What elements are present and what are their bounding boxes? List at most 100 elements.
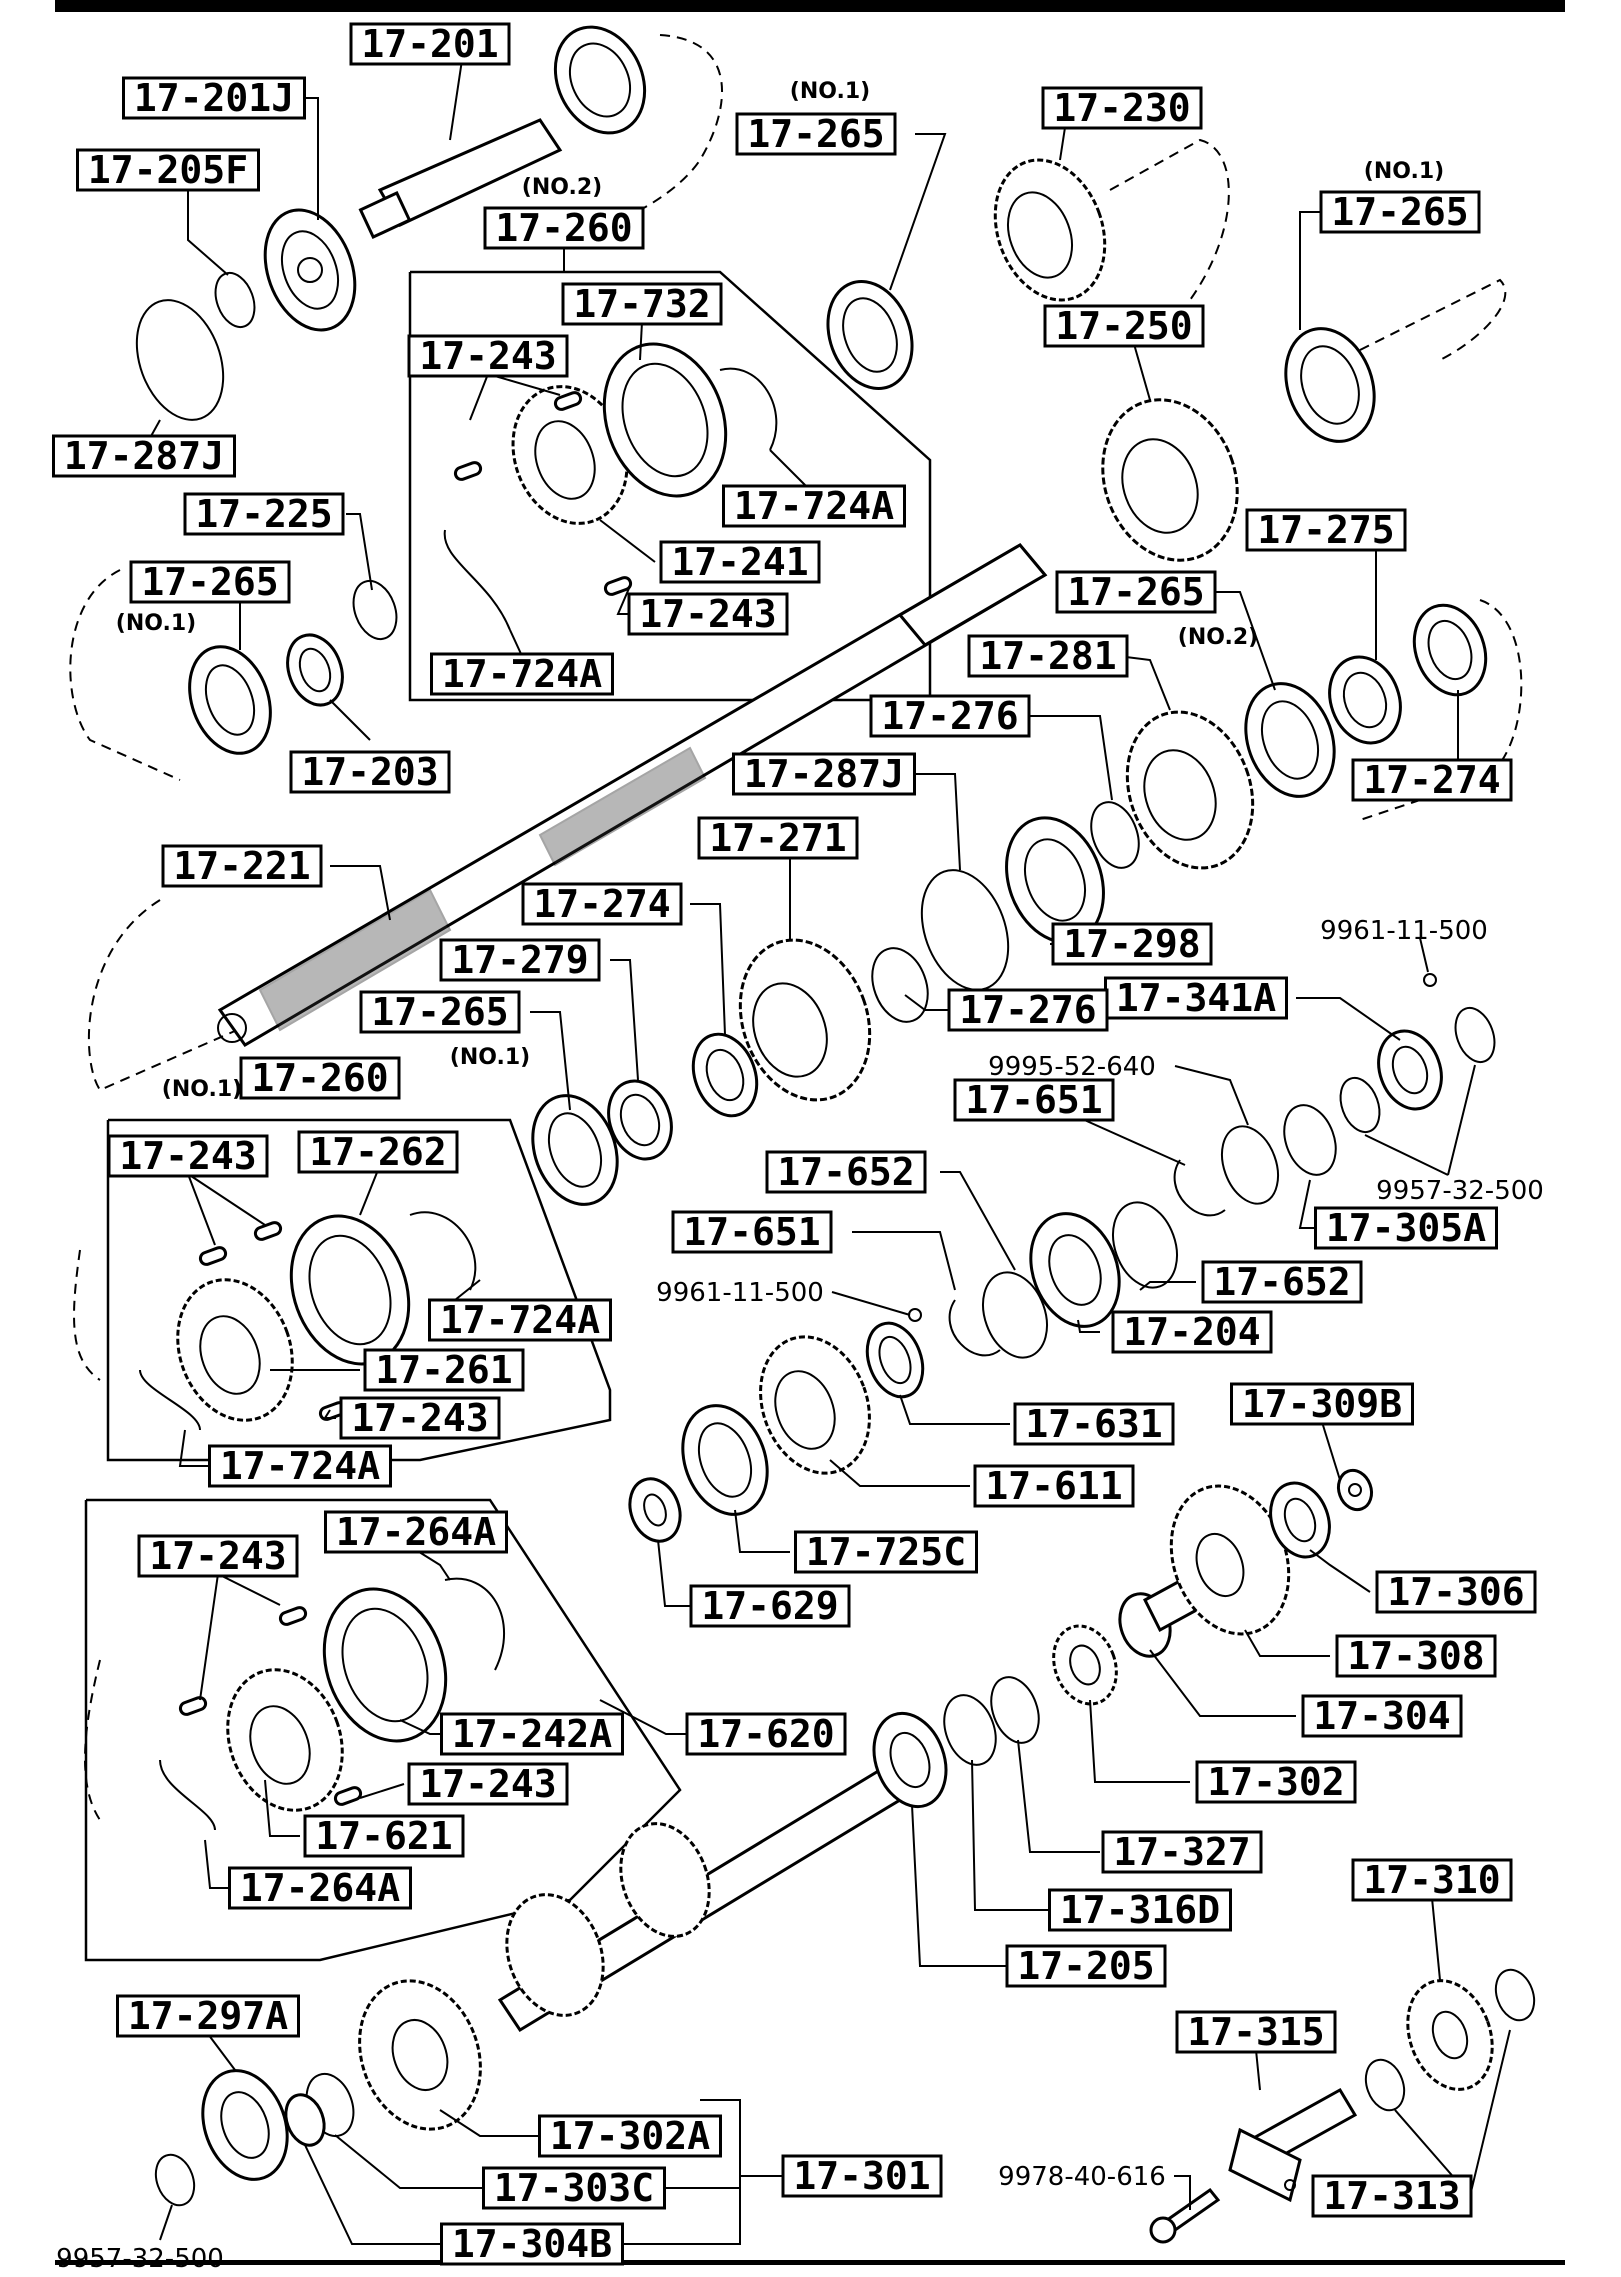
part-label-17-221: 17-221 [161,844,323,888]
part-label-17-274: 17-274 [521,882,683,926]
part-label-17-611: 17-611 [973,1464,1135,1508]
part-number-text: 17-203 [301,750,438,794]
part-label-17-230: 17-230 [1041,86,1203,130]
gear-17-611 [759,1335,871,1475]
snap-ring-9957-32-500-right [1454,1006,1496,1064]
bearing-17-297A [201,2069,289,2181]
collar-17-275 [1328,655,1402,745]
part-label-17-341a: 17-341A [1104,976,1288,1020]
part-number-text: 17-309B [1242,1382,1402,1426]
countershaft-17-301 [358,1767,903,2131]
locknut-17-341A [1377,1029,1443,1111]
bottom-border-bar [55,2260,1565,2265]
part-number-text: 17-287J [744,752,904,796]
part-number-text: 17-264A [240,1866,400,1910]
sync-assembly-17-620 [159,1577,506,1831]
part-number-text: 17-276 [881,694,1018,738]
sync-ring-top-17-265 [826,280,914,390]
part-number-text: 17-305A [1326,1206,1486,1250]
svg-text:9961-11-500: 9961-11-500 [656,1278,824,1308]
part-label-17-225: 17-225 [183,492,345,536]
part-label-17-303c: 17-303C [482,2166,666,2210]
part-number-text: 17-652 [777,1150,914,1194]
part-label-17-621: 17-621 [303,1814,465,1858]
part-label-17-242a: 17-242A [440,1712,624,1756]
sync-ring-left-17-265 [188,645,272,755]
part-number-text: 17-303C [494,2166,654,2210]
collar-17-304B [284,2093,326,2147]
part-label-17-304b: 17-304B [440,2222,624,2266]
part-label-17-732: 17-732 [561,282,723,326]
part-label-17-264a: 17-264A [228,1866,412,1910]
part-number-text: 17-221 [173,844,310,888]
part-label-17-313: 17-313 [1311,2174,1473,2218]
part-number-text: 17-230 [1053,86,1190,130]
part-number-text: 17-652 [1213,1260,1350,1304]
position-note: (NO.2) [522,175,602,200]
part-label-17-201: 17-201 [349,22,511,66]
standard-part-number: 9961-11-500 [1320,916,1488,946]
sync-ring-top-right-17-265 [1284,327,1376,443]
part-label-17-243: 17-243 [137,1534,299,1578]
part-label-17-298: 17-298 [1051,922,1213,966]
part-number-text: 17-620 [697,1712,834,1756]
position-note: (NO.1) [1364,159,1444,184]
shim-17-316D [943,1694,997,1766]
part-label-17-631: 17-631 [1013,1402,1175,1446]
part-number-text: 17-242A [452,1712,612,1756]
position-note: (NO.1) [116,611,196,636]
part-label-17-620: 17-620 [685,1712,847,1756]
part-number-text: 17-265 [1331,190,1468,234]
part-number-text: 17-265 [1067,570,1204,614]
part-number-text: 17-327 [1113,1830,1250,1874]
part-label-17-281: 17-281 [967,634,1129,678]
part-number-text: 17-310 [1363,1858,1500,1902]
part-number-text: 17-279 [451,938,588,982]
standard-part-number: 9961-11-500 [656,1278,824,1308]
part-label-17-327: 17-327 [1101,1830,1263,1874]
position-note: (NO.1) [450,1045,530,1070]
input-shaft-17-201 [358,25,647,240]
svg-text:(NO.2): (NO.2) [522,175,602,200]
part-label-17-316d: 17-316D [1048,1888,1232,1932]
part-number-text: 17-304B [452,2222,612,2266]
part-number-text: 17-243 [419,334,556,378]
gear-17-308 [1143,1484,1291,1636]
part-label-17-287j: 17-287J [732,752,916,796]
shim-17-652-lower [982,1271,1048,1359]
standard-part-number: 9995-52-640 [988,1052,1156,1082]
snap-ring-17-327 [990,1676,1040,1744]
part-label-17-260: 17-260 [239,1056,401,1100]
position-note: (NO.1) [162,1077,242,1102]
part-number-text: 17-201J [134,76,294,120]
part-number-text: 17-275 [1257,508,1394,552]
part-number-text: 17-308 [1347,1634,1484,1678]
part-number-text: 17-341A [1116,976,1276,1020]
part-label-17-243: 17-243 [407,1762,569,1806]
part-label-17-262: 17-262 [297,1130,459,1174]
part-number-text: 17-264A [336,1510,496,1554]
part-label-17-265: 17-265 [359,990,521,1034]
snap-ring-9957-32-500-left [154,2153,196,2207]
retainer-17-651-lower [948,1299,1001,1357]
ball-9961-11-500-lower [908,1308,922,1322]
part-label-17-310: 17-310 [1351,1858,1513,1902]
part-number-text: 17-260 [251,1056,388,1100]
part-label-17-201j: 17-201J [122,76,306,120]
sync-ring-no2-17-265 [1244,682,1336,798]
part-label-17-265: 17-265 [129,560,291,604]
needle-bearing-17-274-right [1412,603,1488,697]
part-number-text: 17-651 [965,1078,1102,1122]
part-number-text: 17-205 [1017,1944,1154,1988]
needle-bearing-17-274-center [691,1032,759,1118]
part-number-text: 17-287J [64,434,224,478]
sync-assembly-no1 [139,1211,477,1431]
part-label-17-287j: 17-287J [52,434,236,478]
gear-17-281 [1125,710,1255,870]
part-number-text: 17-204 [1123,1310,1260,1354]
part-label-17-629: 17-629 [689,1584,851,1628]
svg-text:(NO.1): (NO.1) [1364,159,1444,184]
part-number-text: 17-724A [440,1298,600,1342]
part-label-17-297a: 17-297A [116,1994,300,2038]
part-number-text: 17-629 [701,1584,838,1628]
